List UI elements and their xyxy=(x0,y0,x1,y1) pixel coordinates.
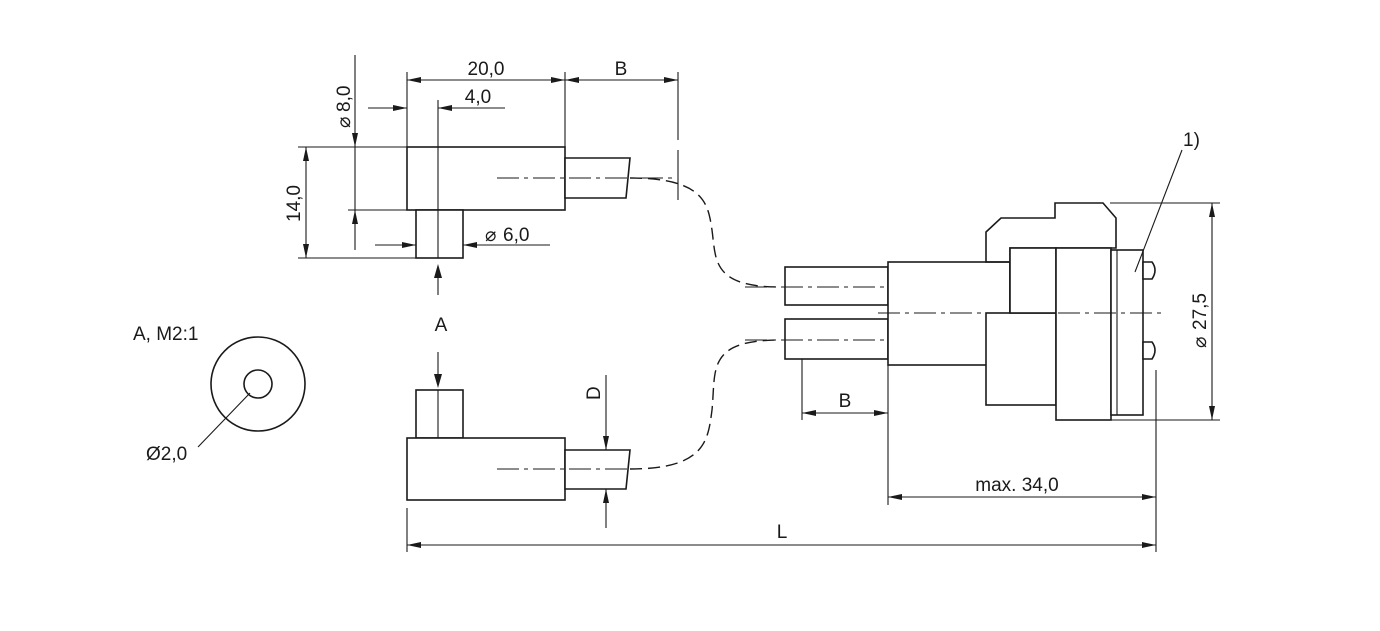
diameter-8-group: ⌀ 8,0 xyxy=(334,86,355,128)
diameter-6-symbol: ⌀ xyxy=(485,225,496,246)
note-1-label: 1) xyxy=(1183,130,1200,151)
view-a-marker-label: A xyxy=(435,315,448,336)
detail-view-a xyxy=(197,336,306,448)
dim-b-mid-label: B xyxy=(839,391,852,412)
diameter-6-label: 6,0 xyxy=(503,225,529,246)
diameter-2-label: Ø2,0 xyxy=(146,444,187,465)
bottom-cable xyxy=(629,339,781,470)
diameter-27-5-group: ⌀ 27,5 xyxy=(1190,293,1211,348)
dim-14-label: 14,0 xyxy=(284,185,305,222)
dimension-lines-top xyxy=(298,55,679,295)
top-angled-connector xyxy=(406,100,675,259)
top-cable xyxy=(629,177,781,288)
dim-20-label: 20,0 xyxy=(468,59,505,80)
splitter-body xyxy=(745,202,1165,421)
diameter-8-label: 8,0 xyxy=(334,86,355,112)
diameter-27-5-label: 27,5 xyxy=(1190,293,1211,330)
dim-l-label: L xyxy=(777,522,788,543)
dimension-lines-bottom xyxy=(406,149,1220,552)
dim-b-top-label: B xyxy=(615,59,628,80)
diameter-8-symbol: ⌀ xyxy=(334,117,355,128)
diameter-27-5-symbol: ⌀ xyxy=(1190,337,1211,348)
view-a-title: A, M2:1 xyxy=(133,324,198,345)
dim-max-34-label: max. 34,0 xyxy=(975,475,1058,496)
bottom-angled-connector xyxy=(406,389,631,501)
dim-d-label: D xyxy=(584,386,605,400)
dim-4-label: 4,0 xyxy=(465,87,491,108)
